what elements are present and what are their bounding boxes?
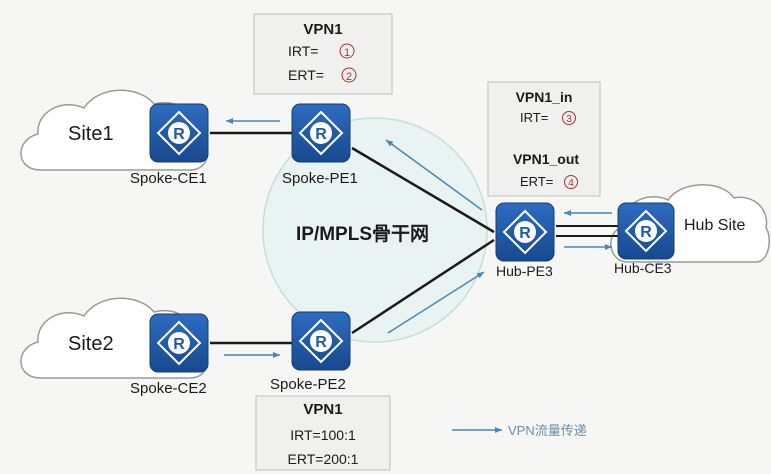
flow-arrow-pe2-to-pe3	[387, 271, 485, 334]
vpn1-box-pe1: VPN1 IRT= 1 ERT= 2	[253, 13, 393, 95]
pe3-ert-label: ERT=	[520, 174, 553, 189]
legend-text: VPN流量传递	[508, 423, 587, 438]
site2-label: Site2	[68, 333, 114, 355]
router-icon-glyph: R	[640, 224, 652, 241]
hub-ce3-label: Hub-CE3	[614, 260, 672, 276]
legend: VPN流量传递	[452, 423, 587, 438]
flow-arrow-pe3-to-pe1	[385, 139, 483, 211]
spoke-ce2-label: Spoke-CE2	[130, 380, 207, 397]
pe3-irt-label: IRT=	[520, 110, 548, 125]
site1-label: Site1	[68, 123, 114, 145]
router-icon-glyph: R	[315, 126, 327, 143]
router-spoke-ce1[interactable]: R	[149, 103, 209, 163]
vpn1-box-pe2: VPN1 IRT=100:1 ERT=200:1	[255, 395, 391, 471]
pe1-irt-marker: 1	[344, 47, 350, 59]
pe2-irt: IRT=100:1	[290, 427, 356, 443]
router-icon-glyph: R	[173, 126, 185, 143]
link-pe1-pe3	[351, 146, 495, 234]
hub-pe3-label: Hub-PE3	[496, 263, 553, 279]
link-pe2-pe3	[351, 238, 495, 335]
pe3-ert-marker: 4	[568, 178, 574, 189]
backbone-circle	[262, 117, 488, 343]
pe1-ert-marker: 2	[346, 71, 352, 83]
router-icon-glyph: R	[519, 225, 531, 242]
spoke-pe1-label: Spoke-PE1	[282, 170, 358, 187]
router-spoke-ce2[interactable]: R	[149, 313, 209, 373]
backbone-label: IP/MPLS骨干网	[296, 223, 429, 245]
pe3-irt-marker: 3	[566, 114, 572, 125]
pe3-out-title: VPN1_out	[513, 151, 579, 167]
router-hub-ce3[interactable]: R	[617, 202, 675, 260]
pe2-box-title: VPN1	[303, 401, 342, 418]
vpn1-box-pe3: VPN1_in IRT= 3 VPN1_out ERT= 4	[487, 81, 601, 197]
hub-site-label: Hub Site	[684, 217, 745, 234]
pe1-box-title: VPN1	[303, 21, 342, 38]
router-icon-glyph: R	[315, 334, 327, 351]
router-spoke-pe2[interactable]: R	[291, 311, 351, 371]
pe2-ert: ERT=200:1	[288, 451, 359, 467]
router-spoke-pe1[interactable]: R	[291, 103, 351, 163]
router-icon-glyph: R	[173, 336, 185, 353]
spoke-pe2-label: Spoke-PE2	[270, 376, 346, 393]
pe3-in-title: VPN1_in	[516, 89, 573, 105]
pe1-irt-label: IRT=	[288, 43, 318, 59]
spoke-ce1-label: Spoke-CE1	[130, 170, 207, 187]
pe1-ert-label: ERT=	[288, 67, 324, 83]
flow-arrows	[224, 118, 612, 358]
router-hub-pe3[interactable]: R	[495, 202, 555, 262]
